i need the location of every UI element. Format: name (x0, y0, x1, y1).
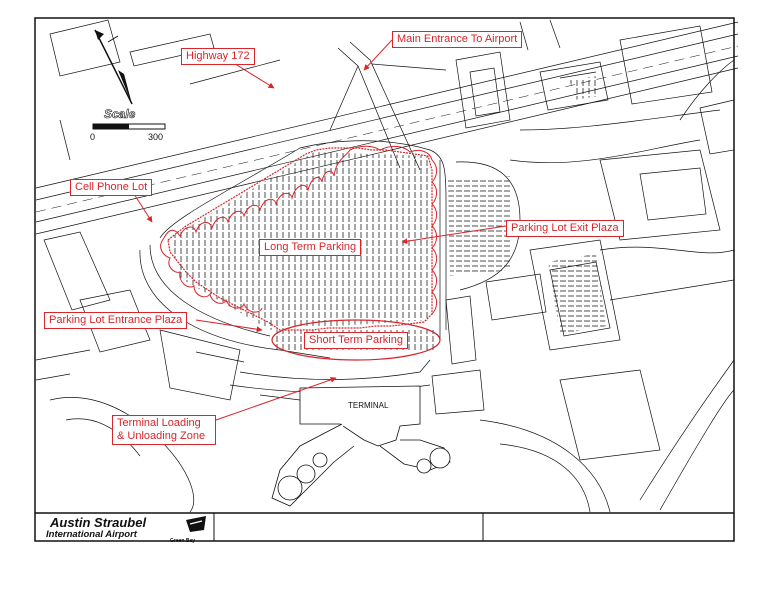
rental-stalls (548, 76, 606, 334)
scale-start: 0 (90, 132, 95, 142)
scale-title: Scale (104, 107, 136, 121)
long-term-boundary (167, 147, 433, 331)
airport-logo: Austin Straubel International Airport Gr… (46, 515, 206, 544)
annotation-arrows (133, 39, 507, 421)
logo-sub: Green Bay (170, 538, 195, 544)
sheet-border (34, 17, 735, 542)
label-exit-plaza: Parking Lot Exit Plaza (506, 220, 624, 237)
label-highway: Highway 172 (181, 48, 255, 65)
scale-end: 300 (148, 132, 163, 142)
logo-line2: International Airport (46, 529, 138, 540)
label-loading-zone: Terminal Loading & Unloading Zone (112, 415, 216, 445)
logo-line1: Austin Straubel (49, 515, 146, 530)
short-term-boundary (271, 319, 441, 361)
label-long-term: Long Term Parking (259, 239, 362, 256)
logo-plane-icon (186, 516, 206, 532)
label-cell-phone-lot: Cell Phone Lot (70, 179, 153, 196)
north-arrow-icon (94, 29, 133, 105)
scale-bar: Scale 0 300 (90, 107, 166, 142)
label-entrance-plaza: Parking Lot Entrance Plaza (44, 312, 188, 329)
label-short-term: Short Term Parking (304, 332, 408, 349)
terminal-building (271, 385, 451, 507)
label-main-entrance: Main Entrance To Airport (392, 31, 523, 48)
exit-side-stalls (448, 176, 512, 276)
terminal-label: TERMINAL (348, 401, 389, 410)
